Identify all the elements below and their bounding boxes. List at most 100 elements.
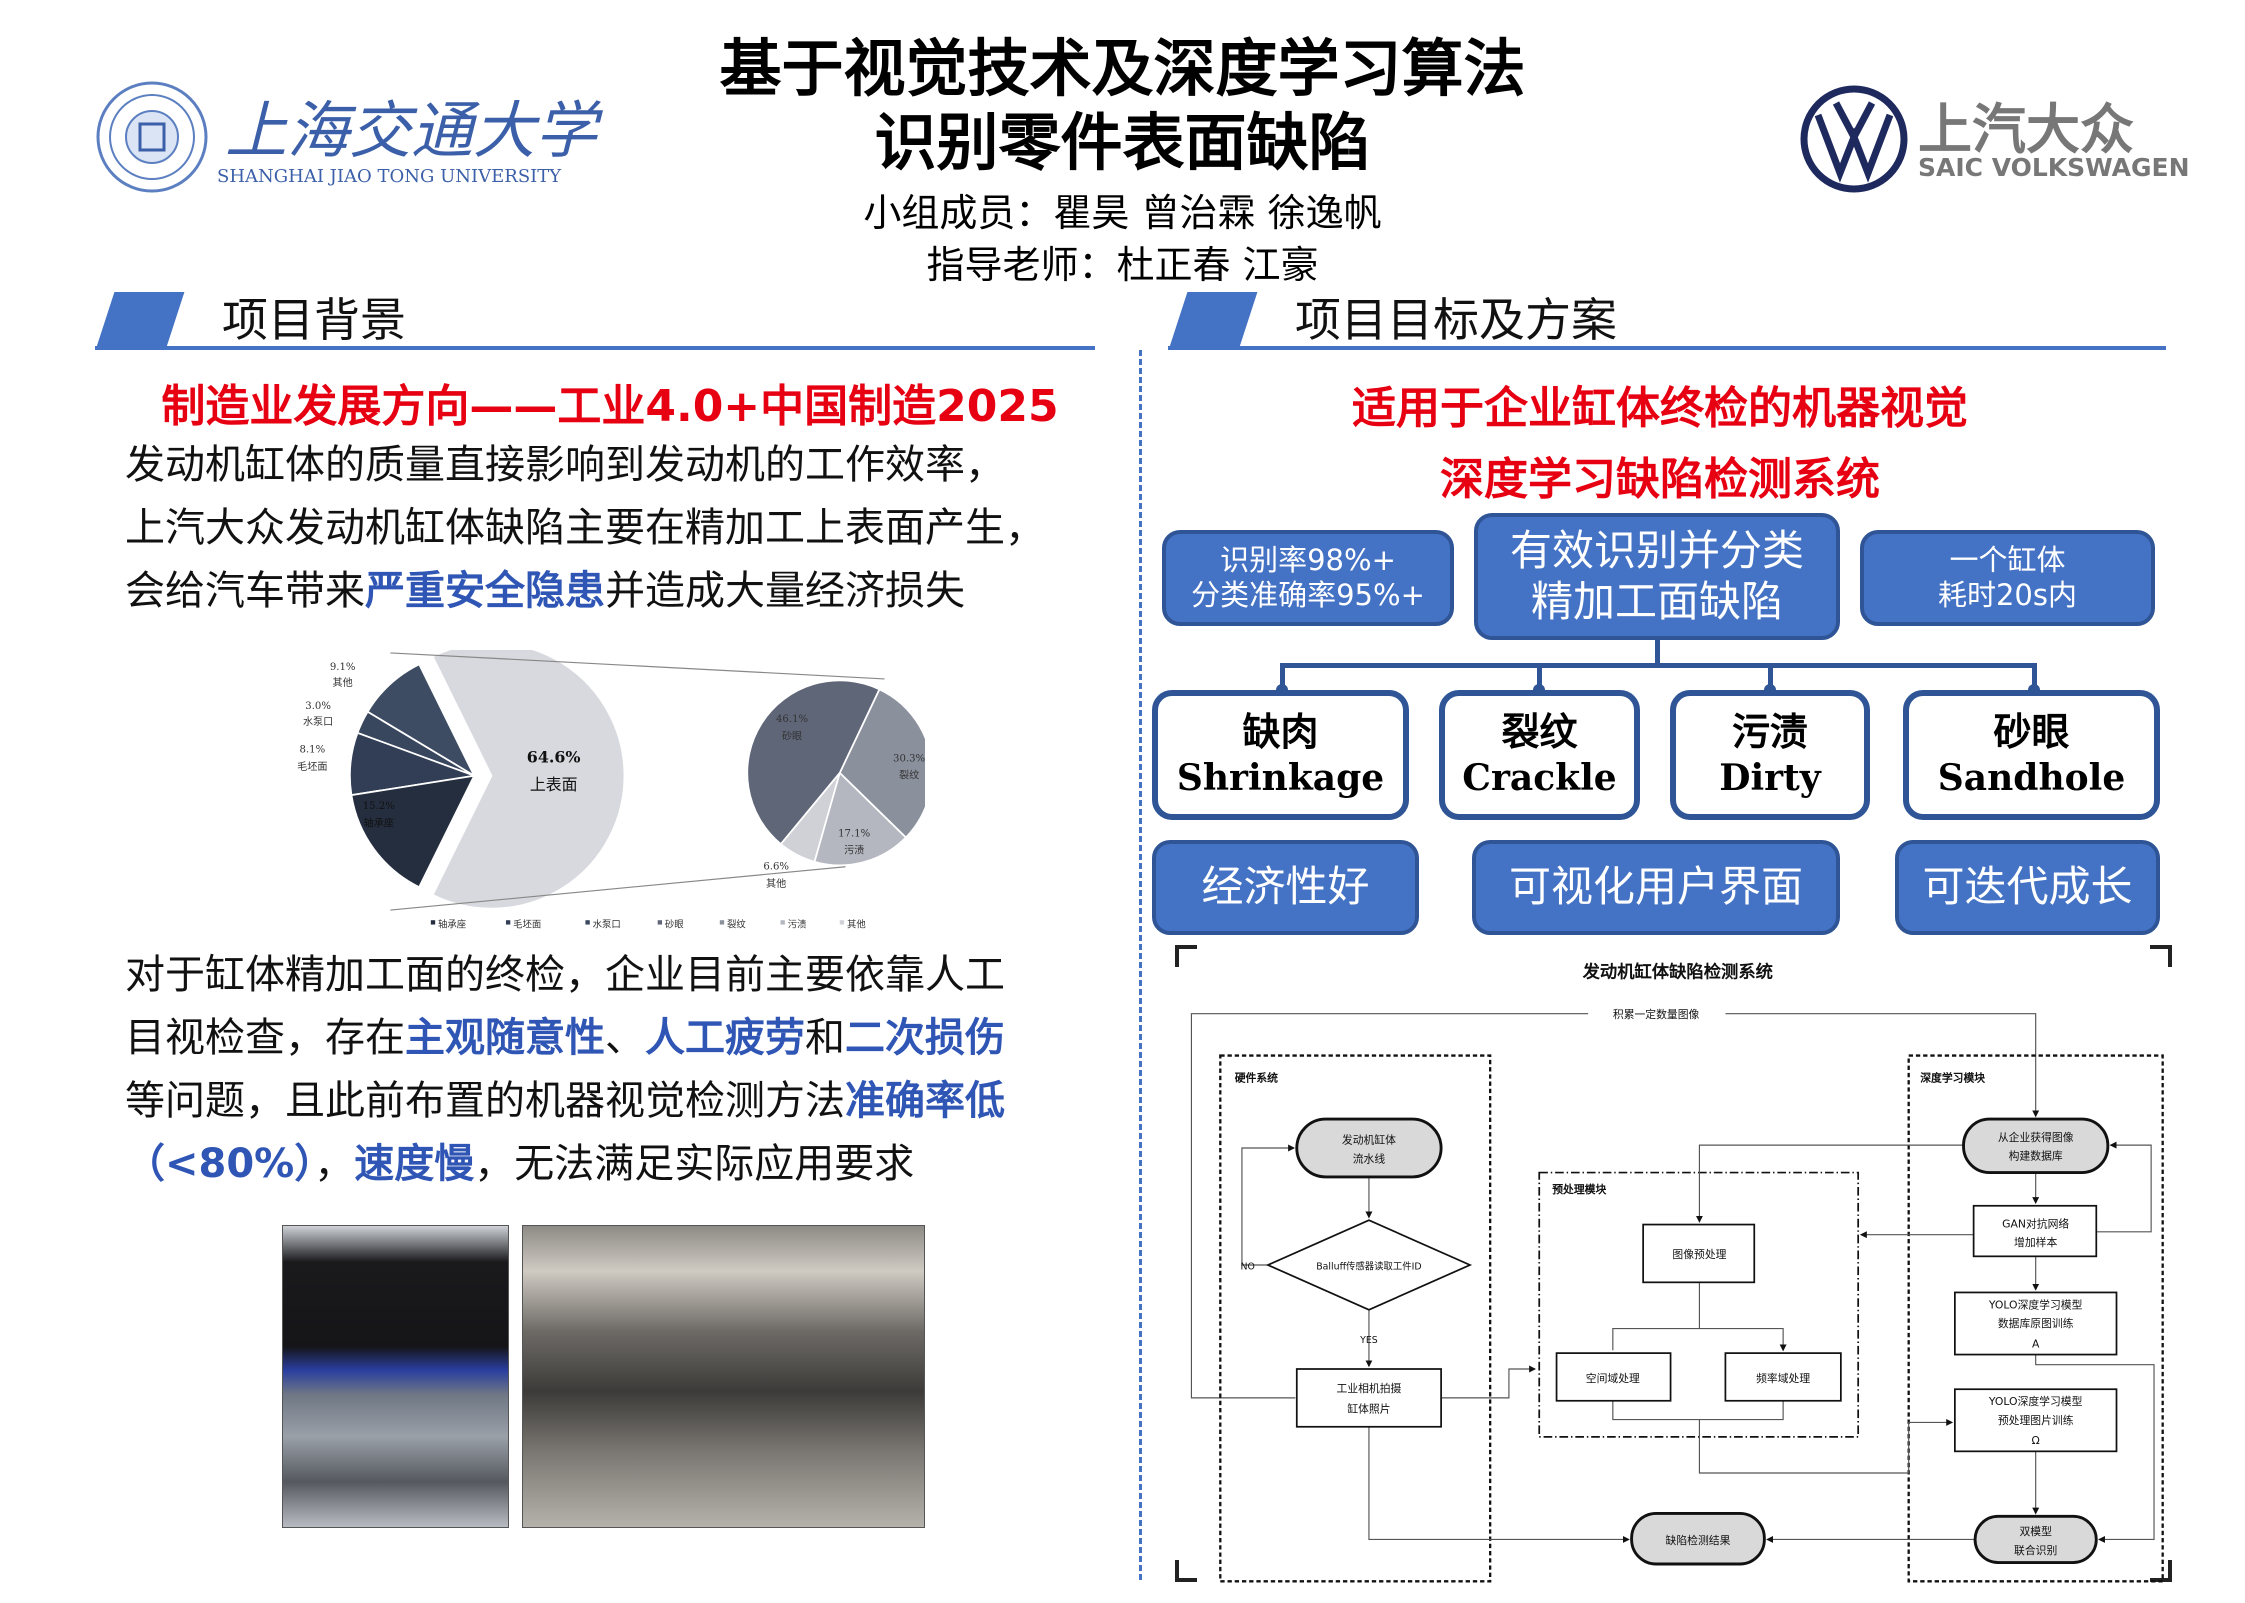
goal-text: 有效识别并分类	[1509, 526, 1804, 576]
pie-slice-轴承座	[350, 774, 476, 889]
yes-label: YES	[1359, 1335, 1378, 1346]
column-divider	[1139, 350, 1142, 1580]
section-title-background: 项目背景	[222, 293, 406, 347]
zoom-connector-line	[390, 866, 846, 911]
goal-speed-box: 一个缸体 耗时20s内	[1860, 530, 2155, 626]
pie-label-value: 64.6%	[527, 748, 581, 767]
node-text: 工业相机拍摄	[1337, 1381, 1402, 1395]
pie-label-value: 9.1%	[330, 662, 356, 673]
bg-para1-line1: 发动机缸体的质量直接影响到发动机的工作效率，	[125, 442, 1005, 488]
pie-label-name: 砂眼	[782, 730, 802, 743]
node-text: 从企业获得图像	[1998, 1130, 2074, 1144]
section-underline	[95, 346, 1095, 350]
pie-label-name: 裂纹	[899, 769, 919, 782]
node-text: 缺陷检测结果	[1666, 1533, 1731, 1547]
pie-label-name: 其他	[766, 877, 786, 890]
node-text: 图像预处理	[1672, 1248, 1726, 1261]
poster-title-line1: 基于视觉技术及深度学习算法	[719, 32, 1526, 105]
legend-swatch	[505, 920, 511, 925]
defect-distribution-pie-chart: 9.1% 其他 3.0% 水泵口 8.1% 毛坯面 15.2% 轴承座 64.6…	[297, 650, 925, 930]
feature-box: 经济性好	[1152, 840, 1419, 935]
highlight-text: 人工疲劳	[645, 1015, 805, 1061]
text: ，无法满足实际应用要求	[474, 1141, 915, 1187]
node-sensor-decision	[1265, 1219, 1473, 1311]
defect-cn: 裂纹	[1501, 709, 1578, 754]
pie-label-value: 46.1%	[776, 714, 809, 725]
goal-text: 耗时20s内	[1937, 578, 2077, 612]
sjtu-logo-cn: 上海交通大学	[225, 94, 598, 167]
pie-label-name: 其他	[333, 676, 353, 689]
highlight-text: （<80%）	[125, 1141, 315, 1187]
text: 、	[605, 1015, 645, 1061]
bg-para1-line2: 上汽大众发动机缸体缺陷主要在精加工上表面产生，	[125, 505, 1045, 551]
pie-label-value: 8.1%	[300, 745, 326, 756]
pie-label-value: 6.6%	[763, 862, 789, 873]
defect-en: Sandhole	[1937, 757, 2126, 800]
photo-camera-rig	[522, 1225, 925, 1528]
photo-inspection-station	[282, 1225, 509, 1528]
hardware-module-frame	[1219, 1054, 1492, 1583]
flow-edge	[1368, 1426, 1630, 1543]
tree-connector	[1655, 640, 1660, 666]
text: 目视检查，存在	[125, 1015, 405, 1061]
node-text: 频率域处理	[1756, 1371, 1810, 1385]
flow-edge	[1241, 1144, 1296, 1266]
node-text: 预处理图片训练	[1998, 1413, 2074, 1427]
corner-bracket	[1175, 1560, 1197, 1582]
deep-learning-module-frame	[1907, 1054, 2164, 1583]
flow-edge	[2096, 1141, 2152, 1233]
text: ，	[314, 1141, 355, 1187]
bg-para2-line2: 目视检查，存在主观随意性、人工疲劳和二次损伤	[125, 1018, 1005, 1058]
section-marker	[1168, 292, 1258, 350]
node-text: 发动机缸体	[1342, 1133, 1396, 1147]
legend-swatch	[780, 920, 785, 925]
feature-box: 可迭代成长	[1895, 840, 2160, 935]
defect-en: Shrinkage	[1176, 757, 1385, 800]
legend-label: 轴承座	[438, 918, 466, 930]
node-spatial	[1555, 1352, 1672, 1402]
vw-logo-en: SAIC VOLKSWAGEN	[1918, 153, 2190, 182]
vw-emblem-icon	[1800, 85, 1908, 193]
node-dual-model	[1973, 1514, 2098, 1564]
legend-label: 裂纹	[727, 918, 746, 930]
deep-learning-label: 深度学习模块	[1920, 1071, 1985, 1085]
tree-connector	[1280, 663, 2037, 668]
node-text: 流水线	[1353, 1151, 1386, 1165]
section-marker	[95, 292, 185, 350]
legend-swatch	[719, 920, 725, 925]
node-pipeline	[1295, 1117, 1443, 1179]
sjtu-logo: 上海交通大学 SHANGHAI JIAO TONG UNIVERSITY	[95, 80, 597, 200]
goal-accuracy-box: 识别率98%+ 分类准确率95%+	[1162, 530, 1454, 626]
node-text: 构建数据库	[2009, 1149, 2063, 1163]
vw-logo-cn: 上汽大众	[1918, 98, 2134, 161]
right-red-heading-2: 深度学习缺陷检测系统	[1440, 454, 1880, 505]
highlight-text: 速度慢	[354, 1141, 475, 1187]
highlight-text: 二次损伤	[845, 1015, 1005, 1061]
flow-edge	[1612, 1282, 1783, 1350]
detail-pie-slice-污渍	[813, 771, 908, 867]
node-text: 联合识别	[2014, 1543, 2057, 1557]
preprocess-label: 预处理模块	[1552, 1182, 1606, 1196]
highlight-text: 主观随意性	[405, 1015, 605, 1061]
highlight-text: 准确率低	[845, 1078, 1005, 1124]
feature-box: 可视化用户界面	[1472, 840, 1840, 935]
pie-label-name: 毛坯面	[297, 761, 327, 773]
no-label: NO	[1241, 1261, 1255, 1272]
connector-dot	[1276, 684, 1288, 696]
node-frequency	[1724, 1352, 1842, 1402]
system-flowchart: 发动机缸体缺陷检测系统 积累一定数量	[1190, 962, 2164, 1583]
goal-text: 分类准确率95%+	[1191, 578, 1425, 612]
detail-pie-slice-裂纹	[838, 688, 925, 839]
tree-connector	[1280, 663, 1285, 693]
node-text: 双模型	[2019, 1524, 2052, 1538]
bg-para2-line1: 对于缸体精加工面的终检，企业目前主要依靠人工	[125, 952, 1005, 998]
legend-swatch	[839, 920, 845, 925]
flowchart-title: 发动机缸体缺陷检测系统	[1582, 962, 1773, 983]
pie-label-value: 30.3%	[893, 753, 925, 764]
legend-swatch	[585, 920, 590, 925]
sjtu-logo-en: SHANGHAI JIAO TONG UNIVERSITY	[217, 166, 562, 187]
connector-dot	[1533, 684, 1545, 696]
node-gan	[1972, 1204, 2098, 1258]
